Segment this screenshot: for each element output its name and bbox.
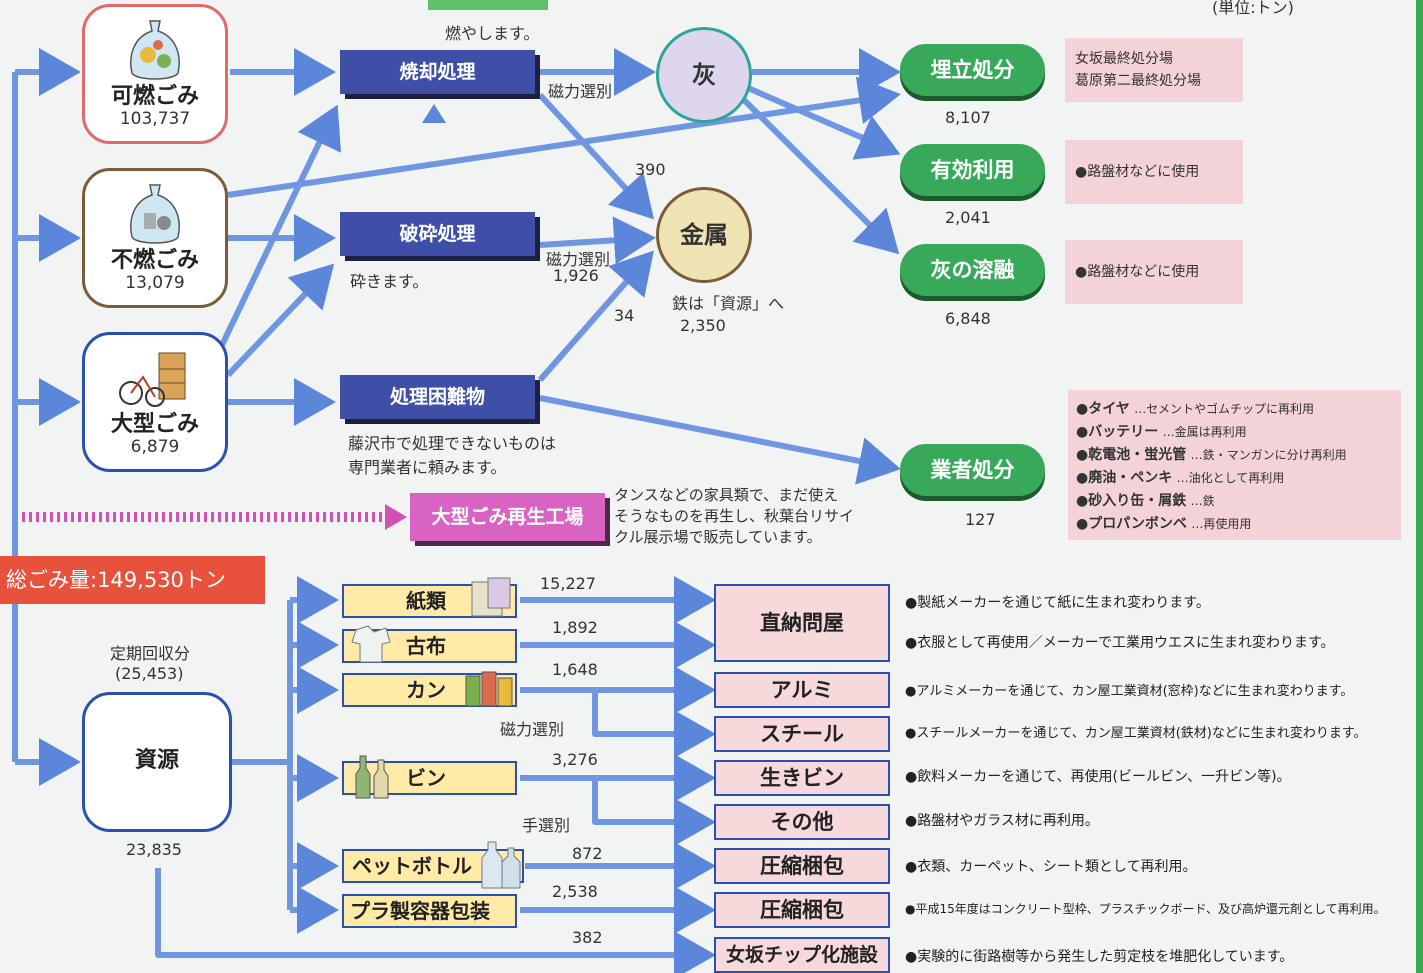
chip-amount: 382 [572,928,603,947]
reusable-bottle-destination: 生きビン [714,760,890,796]
trash-bag-icon [130,20,180,80]
ash-node: 灰 [656,27,752,123]
magnetic-sort-label-1: 磁力選別 [548,82,613,101]
pet-amount: 872 [572,844,603,863]
resource-label: 資源 [134,748,179,773]
wholesaler-destination: 直納問屋 [714,584,890,662]
magnetic-sort-label-2: 磁力選別 [546,250,611,269]
difficult-note-1: 藤沢市で処理できないものは [348,434,557,453]
factory-note-1: タンスなどの家具類で、まだ使え [614,486,839,504]
contractor-amount: 127 [965,510,996,529]
paper-description: ●製紙メーカーを通じて紙に生まれ変わります。 [905,595,1210,611]
compress-pack-destination-1: 圧縮梱包 [714,848,890,884]
clothing-icon [351,625,391,663]
regular-collection-amount: (25,453) [115,664,184,683]
factory-note-3: クル展示場で販売しています。 [614,528,822,546]
other-bottle-destination: その他 [714,804,890,840]
metal-note: 鉄は「資源」へ [672,294,785,313]
landfill-note: 女坂最終処分場 葛原第二最終処分場 [1065,38,1243,102]
factory-process: 大型ごみ再生工場 [410,493,605,541]
metal-from-incinerate-amount: 390 [635,160,666,179]
pet-description: ●衣類、カーペット、シート類として再利用。 [905,859,1197,875]
resource-amount: 23,835 [126,840,182,859]
glass-bottle-icon [355,755,389,799]
pet-bottle-icon [481,841,521,889]
landfill-amount: 8,107 [945,108,991,127]
resource-source-box: 資源 [82,692,232,832]
nonburnable-amount: 13,079 [125,273,185,293]
nonburnable-source-box: 不燃ごみ 13,079 [82,168,228,308]
difficult-note-2: 専門業者に頼みます。 [348,458,507,477]
cloth-description: ●衣服として再使用／メーカーで工業用ウエスに生まれ変わります。 [905,635,1335,651]
landfill-note-2: 葛原第二最終処分場 [1075,73,1201,89]
reuse-output: 有効利用 [900,144,1045,196]
newspaper-icon [471,577,511,617]
contractor-item: ●バッテリー …金属は再利用 [1076,424,1247,440]
metal-node: 金属 [656,187,752,283]
cloth-amount: 1,892 [552,618,598,637]
landfill-output: 埋立処分 [900,44,1045,96]
burnable-amount: 103,737 [119,109,191,129]
incinerate-process: 焼却処理 [340,50,535,94]
reuse-amount: 2,041 [945,208,991,227]
crush-note: 砕きます。 [350,272,429,291]
compress-pack-destination-2: 圧縮梱包 [714,892,890,928]
can-magnetic-sort-label: 磁力選別 [500,720,565,739]
bottle-hand-sort-label: 手選別 [522,816,571,835]
contractor-item: ●廃油・ペンキ …油化として再利用 [1076,470,1285,486]
contractor-item: ●プロパンボンベ …再使用用 [1076,516,1252,532]
contractor-output: 業者処分 [900,444,1045,496]
steel-description: ●スチールメーカーを通じて、カン屋工業資材(鉄材)などに生まれ変わります。 [905,726,1367,741]
burnable-source-box: 可燃ごみ 103,737 [82,4,228,144]
chip-facility-destination: 女坂チップ化施設 [714,937,890,973]
trash-bag-icon [130,184,180,244]
can-amount: 1,648 [552,660,598,679]
burnable-label: 可燃ごみ [110,84,199,109]
steel-destination: スチール [714,716,890,752]
contractor-item: ●砂入り缶・屑鉄 …鉄 [1076,493,1215,509]
reusable-bottle-description: ●飲料メーカーを通じて、再使用(ビールビン、一升ビン等)。 [905,769,1291,785]
bulky-label: 大型ごみ [110,412,199,437]
plastic-amount: 2,538 [552,882,598,901]
plastic-container-item: プラ製容器包装 [342,894,517,928]
contractor-item: ●乾電池・蛍光管 …鉄・マンガンに分け再利用 [1076,447,1347,463]
nonburnable-label: 不燃ごみ [110,248,199,273]
bottle-amount: 3,276 [552,750,598,769]
incinerate-note: 燃やします。 [445,24,540,43]
metal-from-crush-amount: 1,926 [553,266,599,285]
other-bottle-description: ●路盤材やガラス材に再利用。 [905,813,1099,829]
bicycle-furniture-icon [119,352,186,407]
factory-note-2: そうなものを再生し、秋葉台リサイ [614,507,855,525]
chip-description: ●実験的に街路樹等から発生した剪定枝を堆肥化しています。 [905,949,1294,965]
landfill-note-1: 女坂最終処分場 [1075,51,1173,67]
melt-note: ●路盤材などに使用 [1065,240,1243,304]
bulky-source-box: 大型ごみ 6,879 [82,332,228,472]
crush-process: 破砕処理 [340,212,535,256]
paper-amount: 15,227 [540,574,596,593]
melt-amount: 6,848 [945,309,991,328]
bottle-item: ビン [342,761,517,795]
plastic-description: ●平成15年度はコンクリート型枠、プラスチックボード、及び高炉還元剤として再利用… [905,902,1386,916]
metal-total-amount: 2,350 [680,316,726,335]
difficult-process: 処理困難物 [340,375,535,419]
metal-from-difficult-amount: 34 [614,306,635,325]
bulky-amount: 6,879 [130,437,180,457]
aluminum-destination: アルミ [714,672,890,708]
total-waste-banner: 総ごみ量:149,530トン [0,556,265,604]
contractor-items-note: ●タイヤ …セメントやゴムチップに再利用 ●バッテリー …金属は再利用 ●乾電池… [1068,390,1401,540]
aluminum-description: ●アルミメーカーを通じて、カン屋工業資材(窓枠)などに生まれ変わります。 [905,684,1354,699]
regular-collection-label: 定期回収分 [110,644,191,663]
melt-output: 灰の溶融 [900,244,1045,296]
contractor-item: ●タイヤ …セメントやゴムチップに再利用 [1076,401,1315,417]
cans-icon [465,671,513,707]
reuse-note: ●路盤材などに使用 [1065,140,1243,204]
unit-note: (単位:トン) [1212,0,1294,17]
